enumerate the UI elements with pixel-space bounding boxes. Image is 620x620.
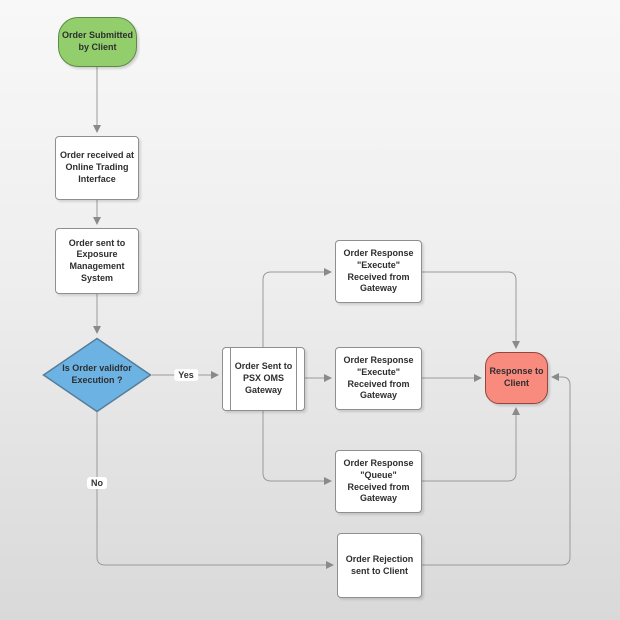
edge-gateway-to-response-top [262,268,332,347]
node-response-to-client-label: Response to Client [489,366,544,388]
node-response-queue-label: Order Response "Queue" Received from Gat… [343,458,414,504]
edge-response-queue-to-client [422,407,520,482]
node-response-execute-mid-label: Order Response "Execute" Received from G… [343,355,414,401]
node-order-sent-psx-gateway-label: Order Sent to PSX OMS Gateway [234,361,293,395]
node-order-received-interface[interactable]: Order received at Online Trading Interfa… [55,136,139,200]
node-response-execute-top[interactable]: Order Response "Execute" Received from G… [335,240,422,303]
node-response-to-client[interactable]: Response to Client [485,352,548,404]
node-order-sent-psx-gateway[interactable]: Order Sent to PSX OMS Gateway [222,347,305,411]
predefined-process-stripe [230,348,231,410]
node-order-submitted[interactable]: Order Submitted by Client [58,17,137,67]
node-order-submitted-label: Order Submitted by Client [61,30,133,52]
node-order-sent-exposure-label: Order sent to Exposure Management System [68,237,126,283]
decision-diamond-shape [42,337,152,413]
node-order-rejection[interactable]: Order Rejection sent to Client [337,533,422,598]
node-order-sent-exposure[interactable]: Order sent to Exposure Management System [55,228,139,294]
edge-decision-to-rejection [96,412,334,569]
edge-rejection-to-client [422,373,571,566]
edge-label-yes: Yes [174,369,198,381]
edge-gateway-to-response-queue [262,410,332,485]
edge-label-no: No [87,477,107,489]
node-response-execute-top-label: Order Response "Execute" Received from G… [343,248,414,294]
node-decision-valid-execution[interactable]: Is Order validfor Execution ? [42,337,152,413]
predefined-process-stripe [296,348,297,410]
node-response-execute-mid[interactable]: Order Response "Execute" Received from G… [335,347,422,410]
node-order-rejection-label: Order Rejection sent to Client [345,553,414,576]
node-order-received-interface-label: Order received at Online Trading Interfa… [59,150,135,184]
edge-response-top-to-client [422,271,520,349]
node-response-queue[interactable]: Order Response "Queue" Received from Gat… [335,450,422,513]
node-decision-label: Is Order validfor Execution ? [62,363,132,385]
